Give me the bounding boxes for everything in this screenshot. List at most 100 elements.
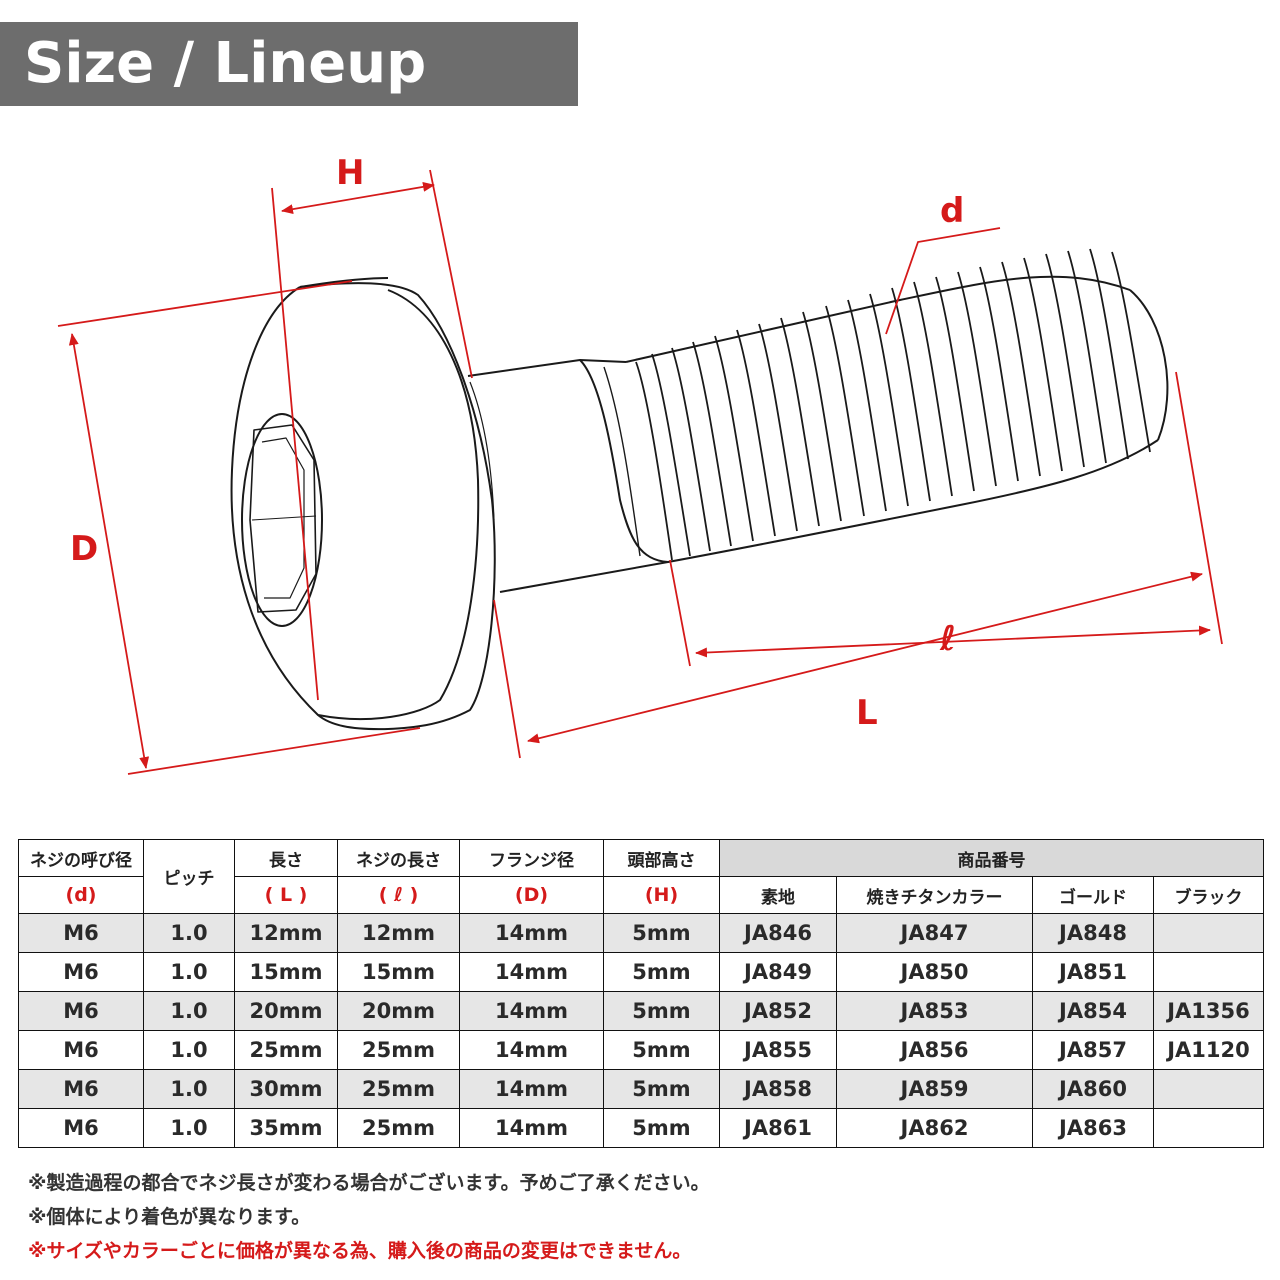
table-cell [1153, 913, 1264, 953]
table-cell [1153, 952, 1264, 992]
label-h: H [336, 153, 364, 193]
bolt-threads [635, 248, 1151, 561]
table-cell: 1.0 [143, 1069, 235, 1109]
header-flange-symbol: (D) [459, 876, 604, 914]
note-no-exchange: ※サイズやカラーごとに価格が異なる為、購入後の商品の変更はできません。 [28, 1240, 692, 1262]
socket-recess [241, 413, 323, 627]
big-l-extension-left [493, 599, 521, 759]
table-cell: 25mm [337, 1069, 460, 1109]
table-cell: JA849 [719, 952, 837, 992]
table-cell: 1.0 [143, 1108, 235, 1148]
h-dimension-arrow [281, 181, 435, 215]
table-cell: 20mm [337, 991, 460, 1031]
table-cell: 5mm [603, 1108, 720, 1148]
bolt-dimension-diagram: H d D ℓ L [57, 153, 1223, 775]
bolt-head-side [299, 282, 496, 730]
table-cell: JA1120 [1153, 1030, 1264, 1070]
table-cell: 5mm [603, 1030, 720, 1070]
header-nominal-symbol: (d) [18, 876, 144, 914]
table-cell: JA848 [1032, 913, 1154, 953]
header-thread-length: ネジの長さ [337, 839, 460, 877]
bolt-line-art [230, 248, 1169, 731]
table-cell: 1.0 [143, 913, 235, 953]
label-big-l: L [856, 693, 878, 733]
table-cell: 20mm [234, 991, 338, 1031]
header-product-number: 商品番号 [719, 839, 1264, 877]
table-cell: 5mm [603, 991, 720, 1031]
header-nominal: ネジの呼び径 [18, 839, 144, 877]
table-cell: JA859 [836, 1069, 1033, 1109]
h-extension-right [429, 169, 473, 379]
header-finish-plain: 素地 [719, 876, 837, 914]
table-cell [1153, 1108, 1264, 1148]
table-cell: JA853 [836, 991, 1033, 1031]
size-lineup-table: ネジの呼び径 ピッチ 長さ ネジの長さ フランジ径 頭部高さ 商品番号 (d) … [18, 839, 1264, 1148]
thread-top-edge [625, 275, 1131, 363]
dimension-lines [57, 169, 1223, 775]
table-cell: JA858 [719, 1069, 837, 1109]
table-cell: JA854 [1032, 991, 1154, 1031]
header-length: 長さ [234, 839, 338, 877]
table-cell: 15mm [337, 952, 460, 992]
table-cell: 25mm [337, 1030, 460, 1070]
table-cell [1153, 1069, 1264, 1109]
table-cell: JA1356 [1153, 991, 1264, 1031]
table-cell: M6 [18, 991, 144, 1031]
table-cell: 5mm [603, 952, 720, 992]
header-finish-gold: ゴールド [1032, 876, 1154, 914]
table-cell: 1.0 [143, 952, 235, 992]
table-cell: M6 [18, 1030, 144, 1070]
table-cell: JA852 [719, 991, 837, 1031]
table-cell: 30mm [234, 1069, 338, 1109]
d-leader-line [885, 227, 1001, 335]
d-extension-bottom [127, 727, 421, 775]
table-cell: 1.0 [143, 1030, 235, 1070]
big-d-dimension-arrow [68, 333, 150, 769]
section-banner: Size / Lineup [0, 22, 578, 106]
shank [467, 359, 669, 593]
table-cell: M6 [18, 1069, 144, 1109]
table-cell: 14mm [459, 952, 604, 992]
table-cell: JA847 [836, 913, 1033, 953]
bolt-head-face [230, 286, 480, 720]
note-thread-length: ※製造過程の都合でネジ長さが変わる場合がございます。予めご了承ください。 [28, 1172, 710, 1194]
table-cell: JA856 [836, 1030, 1033, 1070]
table-cell: JA857 [1032, 1030, 1154, 1070]
table-cell: JA861 [719, 1108, 837, 1148]
table-cell: 25mm [337, 1108, 460, 1148]
table-cell: 14mm [459, 1069, 604, 1109]
note-coloring: ※個体により着色が異なります。 [28, 1206, 311, 1228]
label-small-l: ℓ [939, 619, 956, 659]
table-cell: 14mm [459, 1108, 604, 1148]
table-cell: 14mm [459, 991, 604, 1031]
thread-bottom-edge [667, 439, 1159, 563]
label-small-d: d [940, 191, 964, 231]
h-extension-left [271, 187, 319, 701]
header-length-symbol: ( L ) [234, 876, 338, 914]
table-cell: 15mm [234, 952, 338, 992]
d-extension-top [57, 280, 353, 327]
thread-end [1129, 289, 1169, 441]
table-cell: JA855 [719, 1030, 837, 1070]
big-l-dimension-arrow [527, 571, 1203, 744]
table-header-row-1: ネジの呼び径 ピッチ 長さ ネジの長さ フランジ径 頭部高さ 商品番号 [18, 839, 1264, 914]
header-head-height-symbol: (H) [603, 876, 720, 914]
table-cell: JA851 [1032, 952, 1154, 992]
hex-socket [249, 424, 317, 613]
header-pitch: ピッチ [143, 839, 235, 914]
table-cell: M6 [18, 1108, 144, 1148]
table-cell: JA862 [836, 1108, 1033, 1148]
header-finish-black: ブラック [1153, 876, 1264, 914]
l-extension-left [669, 559, 691, 667]
table-cell: 5mm [603, 1069, 720, 1109]
table-cell: 12mm [234, 913, 338, 953]
l-extension-right [1175, 371, 1223, 645]
header-finish-titanium: 焼きチタンカラー [836, 876, 1033, 914]
table-cell: JA846 [719, 913, 837, 953]
notes: ※製造過程の都合でネジ長さが変わる場合がございます。予めご了承ください。 ※個体… [28, 1166, 1258, 1268]
